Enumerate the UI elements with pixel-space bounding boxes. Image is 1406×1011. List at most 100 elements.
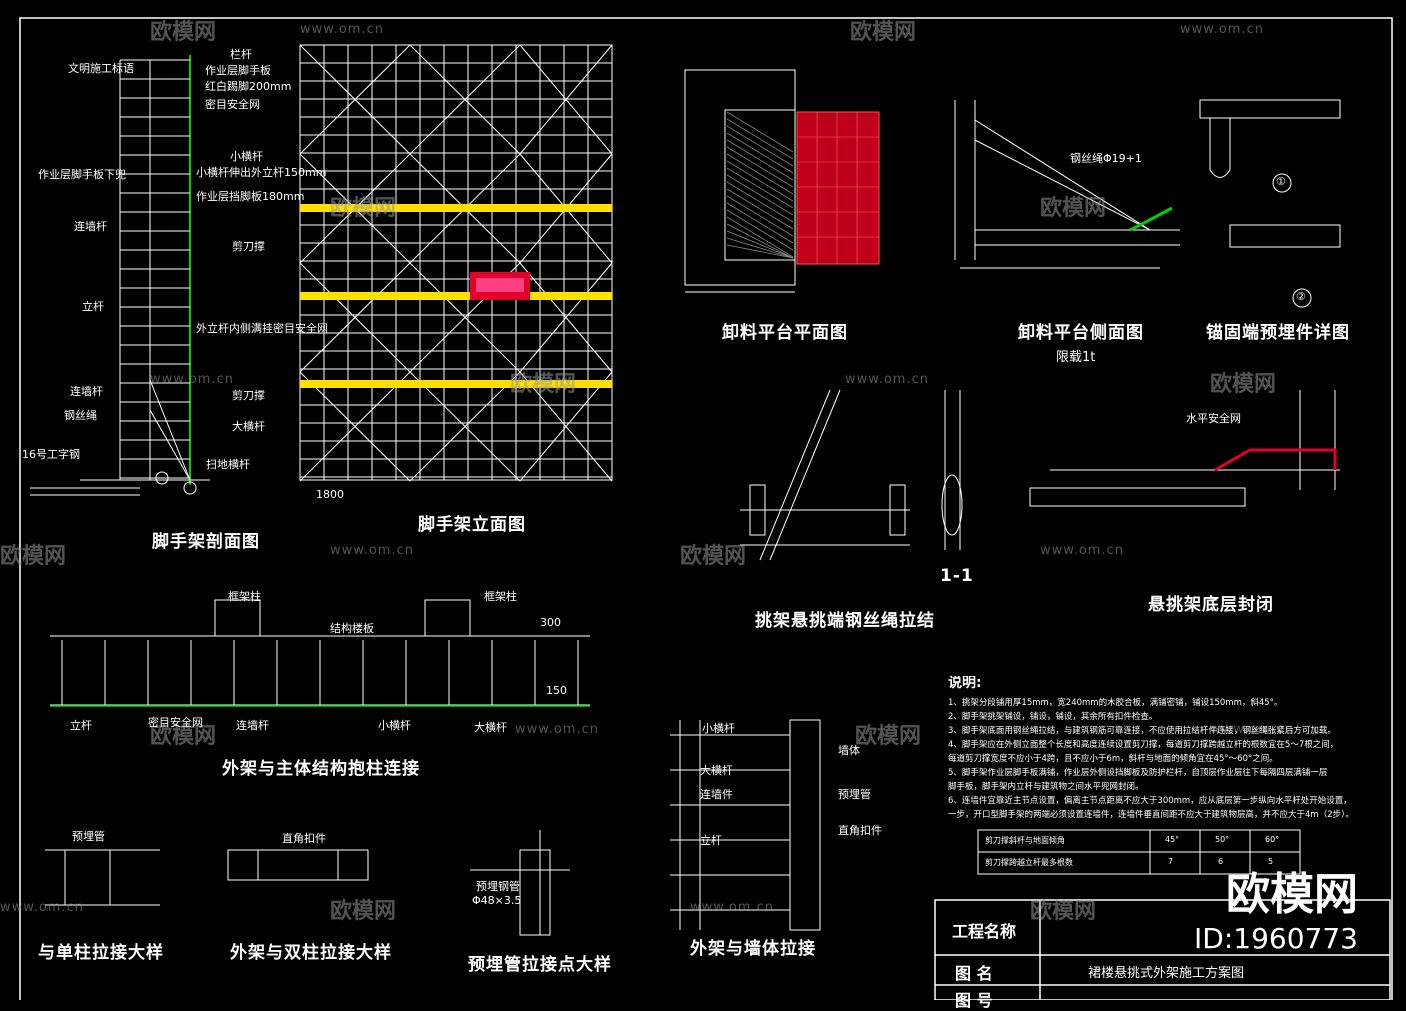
plan-hatch-line [726, 146, 794, 188]
label-work-layer: 作业层脚手板 [205, 64, 271, 77]
label-scissor: 剪刀撑 [232, 240, 265, 253]
label-scissor-2: 剪刀撑 [232, 389, 265, 402]
plan-hatch-line [726, 216, 794, 258]
label-railing: 栏杆 [230, 48, 252, 61]
tb-number-label: 图 号 [955, 991, 993, 1010]
detail-pipe-tie [470, 830, 570, 936]
label-wall-tie-4: 连墙件 [700, 788, 733, 801]
label-small-bar: 小横杆 [230, 150, 263, 163]
title-scaffold-elevation: 脚手架立面图 [418, 515, 526, 535]
title-block [934, 899, 1391, 1000]
label-big-bar: 大横杆 [232, 420, 265, 433]
plan-hatch-line [726, 132, 794, 174]
elevation-scissor [299, 262, 411, 373]
label-small-bar-note: 小横杆伸出外立杆150mm [196, 166, 327, 179]
elevation-scissor [519, 44, 613, 155]
watermark-url-8: www.om.cn [1210, 722, 1294, 737]
plan-hatch-line [726, 223, 794, 259]
elevation-scissor [519, 371, 613, 482]
label-i-beam: 16号工字钢 [22, 448, 80, 461]
watermark-1: 欧模网 [150, 20, 217, 45]
label-wall-tie-3: 连墙杆 [236, 719, 269, 732]
watermark-url-4: www.om.cn [845, 372, 929, 387]
watermark-url-1: www.om.cn [300, 22, 384, 37]
elevation-scissor [519, 262, 613, 373]
table-r1-c1: 剪刀撑斜杆与地面倾角 [985, 836, 1065, 845]
brand-id: ID:1960773 [1194, 922, 1358, 955]
label-rope-spec: 钢丝绳Φ19+1 [1070, 152, 1142, 165]
table-r1-c4: 60° [1265, 835, 1280, 844]
label-pole-3: 立杆 [700, 834, 722, 847]
plan-hatch-line [726, 118, 794, 160]
plan-hatch-line [726, 139, 794, 181]
plan-hatch-line [726, 195, 794, 237]
platform-red-mesh [796, 111, 880, 265]
plan-hatch-line [726, 181, 794, 223]
watermark-6: 欧模网 [1210, 372, 1277, 397]
table-r1-c2: 45° [1165, 835, 1180, 844]
label-frame-column-1: 框架柱 [228, 590, 261, 603]
cantilever-red-brace [1214, 448, 1337, 472]
title-cantilever-wire: 挑架悬挑端钢丝绳拉结 [755, 611, 935, 631]
title-section-11: 1-1 [940, 566, 974, 586]
label-civil-sign: 文明施工标语 [68, 62, 134, 75]
title-wall-tie: 外架与墙体拉接 [690, 939, 816, 959]
label-work-layer-net: 作业层脚手板下兜 [38, 168, 126, 181]
watermark-url-10: www.om.cn [690, 900, 774, 915]
elevation-band-2 [300, 292, 612, 300]
platform-load: 限载1t [1056, 350, 1096, 365]
label-circle2: ② [1296, 290, 1306, 303]
plan-hatch-line [726, 244, 794, 259]
title-anchor-detail: 锚固端预埋件详图 [1206, 323, 1350, 343]
label-big-bar-2: 大横杆 [474, 721, 507, 734]
label-pole: 立杆 [82, 300, 104, 313]
watermark-12: 欧模网 [1030, 899, 1097, 924]
watermark-url-2: www.om.cn [1180, 22, 1264, 37]
title-column-hug: 外架与主体结构抱柱连接 [222, 759, 420, 779]
notes-line-5: 每道剪刀撑宽度不应小于4跨，且不应小于6m，斜杆与地面的倾角宜在45°～60°之… [948, 754, 1278, 764]
label-embed-pipe-2: 预埋管 [838, 788, 871, 801]
notes-line-3: 3、脚手架底面用钢丝绳拉结，与建筑钢筋可靠连接，不应使用拉结杆件连接，钢丝绳张紧… [948, 726, 1336, 736]
platform-plan-drawing [684, 69, 796, 293]
notes-heading: 说明: [948, 676, 982, 690]
brand-logo-text: 欧模网 [1226, 869, 1358, 920]
watermark-url-5: www.om.cn [330, 543, 414, 558]
notes-line-4: 4、脚手架应在外侧立面整个长度和高度连续设置剪刀撑，每道剪刀撑跨越立杆的根数宜在… [948, 740, 1339, 750]
label-big-bar-3: 大横杆 [700, 764, 733, 777]
elevation-band-3 [300, 380, 612, 388]
scaffold-section-drawing [30, 55, 210, 496]
title-pipe-tie: 预埋管拉接点大样 [468, 955, 612, 975]
watermark-9: 欧模网 [150, 724, 217, 749]
label-bottom-net: 水平安全网 [1186, 412, 1241, 425]
angle-table [977, 829, 1301, 875]
label-dim-150: 150 [546, 684, 567, 697]
plan-hatch-line [726, 153, 794, 195]
tb-project-label: 工程名称 [952, 922, 1017, 941]
notes-line-7: 脚手板，脚手架内立杆与建筑物之间水平兜网封闭。 [948, 782, 1144, 792]
elevation-frame [299, 44, 613, 481]
plan-hatch-line [726, 160, 794, 202]
section-braces [149, 379, 197, 495]
table-r1-c3: 50° [1215, 835, 1230, 844]
label-pipe-spec: Φ48×3.5 [472, 894, 522, 907]
watermark-8: 欧模网 [680, 544, 747, 569]
title-platform-side: 卸料平台侧面图 [1018, 323, 1144, 343]
watermark-7: 欧模网 [0, 544, 67, 569]
plan-hatch-line [726, 188, 794, 230]
watermark-url-9: www.om.cn [0, 900, 84, 915]
plan-hatch-line [726, 167, 794, 209]
label-dim-300: 300 [540, 616, 561, 629]
watermark-2: 欧模网 [850, 20, 917, 45]
label-structure-slab: 结构楼板 [330, 622, 374, 635]
plan-hatch-line [726, 125, 794, 167]
label-wall: 墙体 [838, 744, 860, 757]
label-foot-board-note: 作业层挡脚板180mm [196, 190, 305, 203]
label-embed-pipe: 预埋管 [72, 830, 105, 843]
title-cantilever-bottom: 悬挑架底层封闭 [1148, 595, 1274, 615]
label-straight-pipe: 预埋钢管 [476, 880, 520, 893]
notes-line-8: 6、连墙件宜靠近主节点设置，偏离主节点距离不应大于300mm，应从底层第一步纵向… [948, 796, 1352, 806]
watermark-url-6: www.om.cn [1040, 543, 1124, 558]
label-toe-board: 红白踢脚200mm [205, 80, 292, 93]
watermark-url-7: www.om.cn [515, 722, 599, 737]
